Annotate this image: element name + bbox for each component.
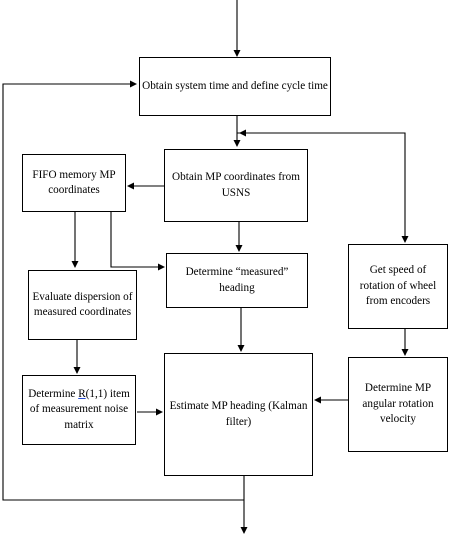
node-label: Determine R(1,1) item of measurement noi…	[23, 385, 135, 435]
r-rest: (1,1) item of measurement noise matrix	[29, 387, 130, 431]
r-prefix: Determine	[28, 387, 79, 400]
node-obtain-mp-coordinates: Obtain MP coordinates from USNS	[164, 149, 308, 222]
node-label: FIFO memory MP coordinates	[32, 168, 116, 196]
node-label: Get speed of rotation of wheel from enco…	[359, 264, 437, 308]
node-get-speed-of-rotation: Get speed of rotation of wheel from enco…	[348, 244, 448, 329]
node-angular-rotation-velocity: Determine MP angular rotation velocity	[348, 357, 448, 452]
arrow-feedback-loop	[2, 80, 244, 501]
node-label: Obtain system time and define cycle time	[142, 79, 328, 92]
node-fifo-memory: FIFO memory MP coordinates	[22, 154, 126, 212]
node-label: Estimate MP heading (Kalman filter)	[169, 400, 308, 428]
node-obtain-system-time: Obtain system time and define cycle time	[139, 57, 331, 116]
r-letter: R	[78, 387, 86, 400]
node-determine-r: Determine R(1,1) item of measurement noi…	[22, 375, 136, 445]
arrow-fifo-to-measured	[110, 212, 165, 271]
node-evaluate-dispersion: Evaluate dispersion of measured coordina…	[28, 270, 137, 340]
node-estimate-mp-heading: Estimate MP heading (Kalman filter)	[164, 353, 313, 476]
node-label: Obtain MP coordinates from USNS	[172, 171, 300, 199]
node-label: Determine “measured” heading	[185, 266, 289, 294]
node-label: Evaluate dispersion of measured coordina…	[32, 290, 133, 318]
node-determine-measured-heading: Determine “measured” heading	[166, 253, 308, 308]
node-label: Determine MP angular rotation velocity	[362, 382, 434, 426]
